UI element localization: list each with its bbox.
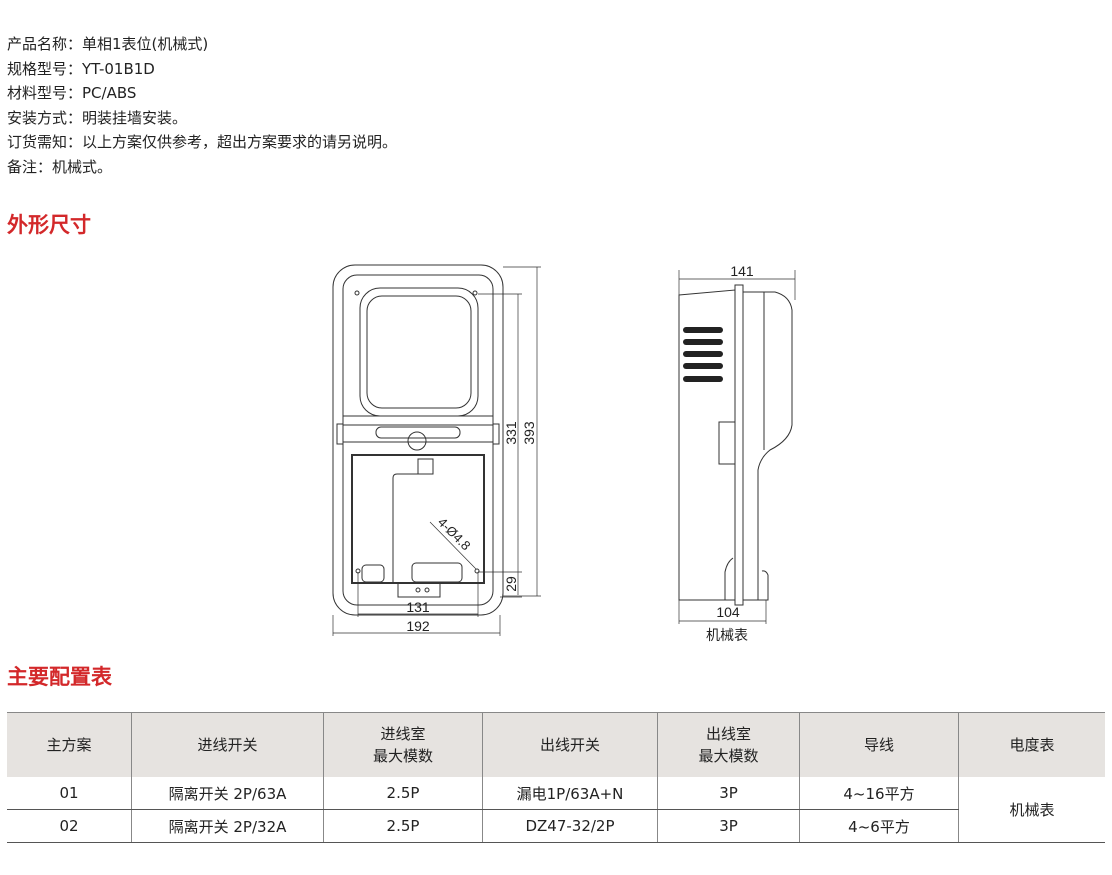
cell: 3P — [657, 809, 800, 843]
table-row: 02 隔离开关 2P/32A 2.5P DZ47-32/2P 3P 4~6平方 — [7, 809, 1105, 843]
cell: 2.5P — [323, 777, 483, 810]
cell: 02 — [7, 809, 132, 843]
col-header: 进线室 最大模数 — [323, 712, 483, 777]
section-title-config: 主要配置表 — [7, 665, 112, 689]
product-info: 产品名称：单相1表位(机械式) 规格型号：YT-01B1D 材料型号：PC/AB… — [7, 32, 397, 179]
cell: DZ47-32/2P — [482, 809, 658, 843]
dim-height-inner: 331 — [503, 421, 519, 445]
front-view — [332, 264, 541, 636]
cell: 4~16平方 — [799, 777, 959, 810]
technical-drawing: 131 192 331 393 29 4-Ø4.8 141 104 机械表 — [332, 263, 796, 644]
cell: 4~6平方 — [799, 809, 959, 843]
table-row: 01 隔离开关 2P/63A 2.5P 漏电1P/63A+N 3P 4~16平方… — [7, 777, 1105, 843]
cell: 2.5P — [323, 809, 483, 843]
side-caption: 机械表 — [706, 628, 748, 644]
cell: 3P — [657, 777, 800, 810]
col-header: 导线 — [799, 712, 959, 777]
cell: 漏电1P/63A+N — [482, 777, 658, 810]
dim-depth-top: 141 — [730, 263, 754, 279]
info-model: 规格型号：YT-01B1D — [7, 59, 155, 78]
cell: 01 — [7, 777, 132, 810]
section-title-dimensions: 外形尺寸 — [7, 213, 91, 237]
dim-depth-bottom: 104 — [716, 604, 740, 620]
dim-width-inner: 131 — [406, 599, 430, 615]
col-header: 出线开关 — [482, 712, 658, 777]
cell-meter: 机械表 — [958, 777, 1105, 843]
dim-height-total: 393 — [521, 421, 537, 445]
cell: 隔离开关 2P/32A — [131, 809, 324, 843]
col-header: 电度表 — [958, 712, 1105, 777]
side-view — [678, 270, 796, 624]
dim-width-total: 192 — [406, 618, 430, 634]
vent-slots — [683, 327, 723, 382]
col-header: 进线开关 — [131, 712, 324, 777]
col-header: 主方案 — [7, 712, 132, 777]
dim-hole: 4-Ø4.8 — [435, 515, 474, 554]
config-table: 主方案 进线开关 进线室 最大模数 出线开关 出线室 最大模数 导线 电度表 0… — [7, 712, 1105, 843]
info-material: 材料型号：PC/ABS — [7, 84, 137, 102]
cell: 隔离开关 2P/63A — [131, 777, 324, 810]
info-install: 安装方式：明装挂墙安装。 — [7, 108, 188, 127]
dim-bottom: 29 — [503, 576, 519, 592]
info-name: 产品名称：单相1表位(机械式) — [7, 35, 209, 53]
col-header: 出线室 最大模数 — [657, 712, 800, 777]
info-order: 订货需知：以上方案仅供参考，超出方案要求的请另说明。 — [7, 133, 398, 151]
info-note: 备注：机械式。 — [7, 157, 113, 176]
